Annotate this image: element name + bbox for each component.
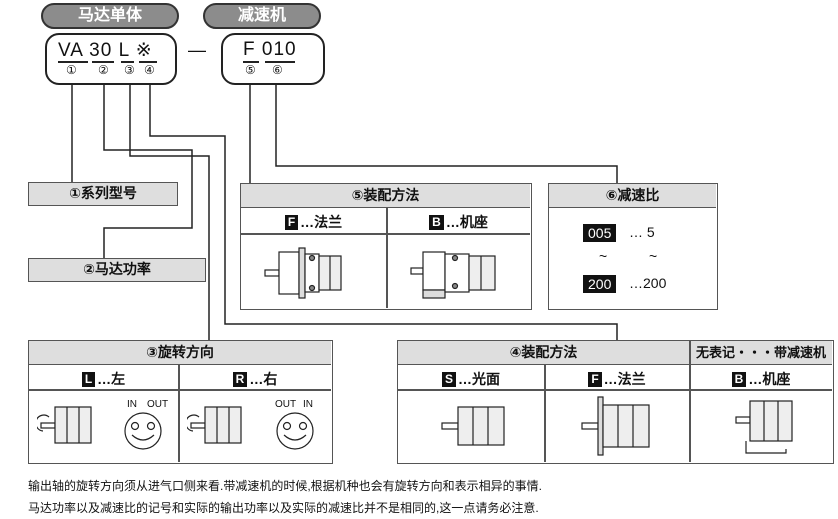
option-text: …法兰 — [300, 214, 343, 230]
code-dash: — — [188, 40, 206, 60]
option-text: …右 — [249, 371, 278, 387]
flange-gearmotor-illustration — [264, 247, 342, 299]
left-port-in: IN — [127, 399, 137, 410]
motor-code-box — [45, 33, 177, 85]
footnote-rotation: 输出轴的旋转方向须从进气口侧来看.带减速机的时候,根据机种也会有旋转方向和表示相… — [28, 479, 543, 493]
left-rotation-motor-illustration — [37, 406, 92, 444]
ratio-min-key: 005 — [583, 224, 617, 242]
rotation-option-left: L…左 — [29, 369, 178, 389]
ratio-tilde-right: ~ — [649, 248, 658, 264]
rotation-panel: ③旋转方向 L…左 R…右 IN OUT OUT IN — [28, 340, 333, 464]
reducer-code: F 010 — [243, 39, 297, 60]
key-badge-b: B — [429, 215, 444, 230]
ratio-max-key: 200 — [583, 275, 617, 293]
option-text: …法兰 — [603, 371, 646, 387]
plain-mount-motor-illustration — [441, 406, 505, 446]
ratio-max-value: …200 — [629, 275, 667, 291]
base-mount-motor-illustration — [735, 400, 793, 454]
flange-mount-motor-illustration — [581, 396, 650, 456]
footnote-symbols: 马达功率以及减速比的记号和实际的输出功率以及实际的减速比并不是相同的,这一点请务… — [28, 501, 539, 515]
motor-mount-option-flange: F…法兰 — [545, 369, 689, 389]
connector-rotation — [129, 80, 210, 340]
option-text: …机座 — [445, 214, 488, 230]
right-rotation-motor-illustration — [187, 406, 242, 444]
underline-6 — [265, 61, 295, 63]
marker-1: ① — [66, 63, 77, 77]
connector-power — [103, 80, 193, 258]
motor-unit-label: 马达单体 — [41, 3, 179, 29]
no-mark-with-reducer: 无表记・・・带减速机 — [690, 341, 832, 365]
marker-4: ④ — [144, 63, 155, 77]
motor-mount-title: ④装配方法 — [398, 341, 689, 365]
underline-4 — [139, 61, 157, 63]
marker-5: ⑤ — [245, 63, 256, 77]
underline-1 — [58, 61, 88, 63]
gear-mount-option-base: B…机座 — [387, 212, 530, 232]
ratio-title: ⑥减速比 — [549, 184, 716, 208]
key-badge-r: R — [232, 372, 248, 387]
gear-mount-option-flange: F…法兰 — [241, 212, 386, 232]
right-port-face-icon — [276, 412, 314, 450]
connector-ratio — [275, 80, 618, 183]
power-label: ②马达功率 — [28, 258, 206, 282]
left-port-out: OUT — [147, 399, 169, 410]
ratio-min-value: … 5 — [629, 224, 655, 240]
left-port-face-icon — [124, 412, 162, 450]
rotation-option-right: R…右 — [179, 369, 331, 389]
right-port-out: OUT — [275, 399, 297, 410]
motor-mount-option-base: B…机座 — [690, 369, 832, 389]
rotation-title: ③旋转方向 — [29, 341, 331, 365]
series-label: ①系列型号 — [28, 182, 178, 206]
gear-mount-title: ⑤装配方法 — [241, 184, 530, 208]
option-text: …机座 — [748, 371, 791, 387]
key-badge-f: F — [588, 372, 602, 387]
key-badge-s: S — [441, 372, 456, 387]
underline-5 — [243, 61, 259, 63]
motor-mount-option-plain: S…光面 — [398, 369, 544, 389]
marker-2: ② — [98, 63, 109, 77]
option-text: …光面 — [458, 371, 500, 387]
key-badge-f: F — [284, 215, 299, 230]
motor-code: VA 30 L ※ — [58, 40, 153, 61]
underline-2 — [92, 61, 114, 63]
key-badge-l: L — [81, 372, 96, 387]
ratio-tilde-left: ~ — [599, 248, 608, 264]
right-port-in: IN — [303, 399, 313, 410]
connector-mount-motor — [149, 80, 618, 340]
gear-mount-panel: ⑤装配方法 F…法兰 B…机座 — [240, 183, 532, 310]
underline-3 — [121, 61, 134, 63]
marker-6: ⑥ — [272, 63, 283, 77]
marker-3: ③ — [124, 63, 135, 77]
ratio-panel: ⑥减速比 005 … 5 ~ ~ 200 …200 — [548, 183, 718, 310]
base-gearmotor-illustration — [410, 251, 496, 299]
option-text: …左 — [97, 371, 126, 387]
key-badge-b: B — [731, 372, 747, 387]
reducer-label: 减速机 — [203, 3, 321, 29]
motor-mount-panel: ④装配方法 无表记・・・带减速机 S…光面 F…法兰 B…机座 — [397, 340, 834, 464]
reducer-code-box — [221, 33, 325, 85]
